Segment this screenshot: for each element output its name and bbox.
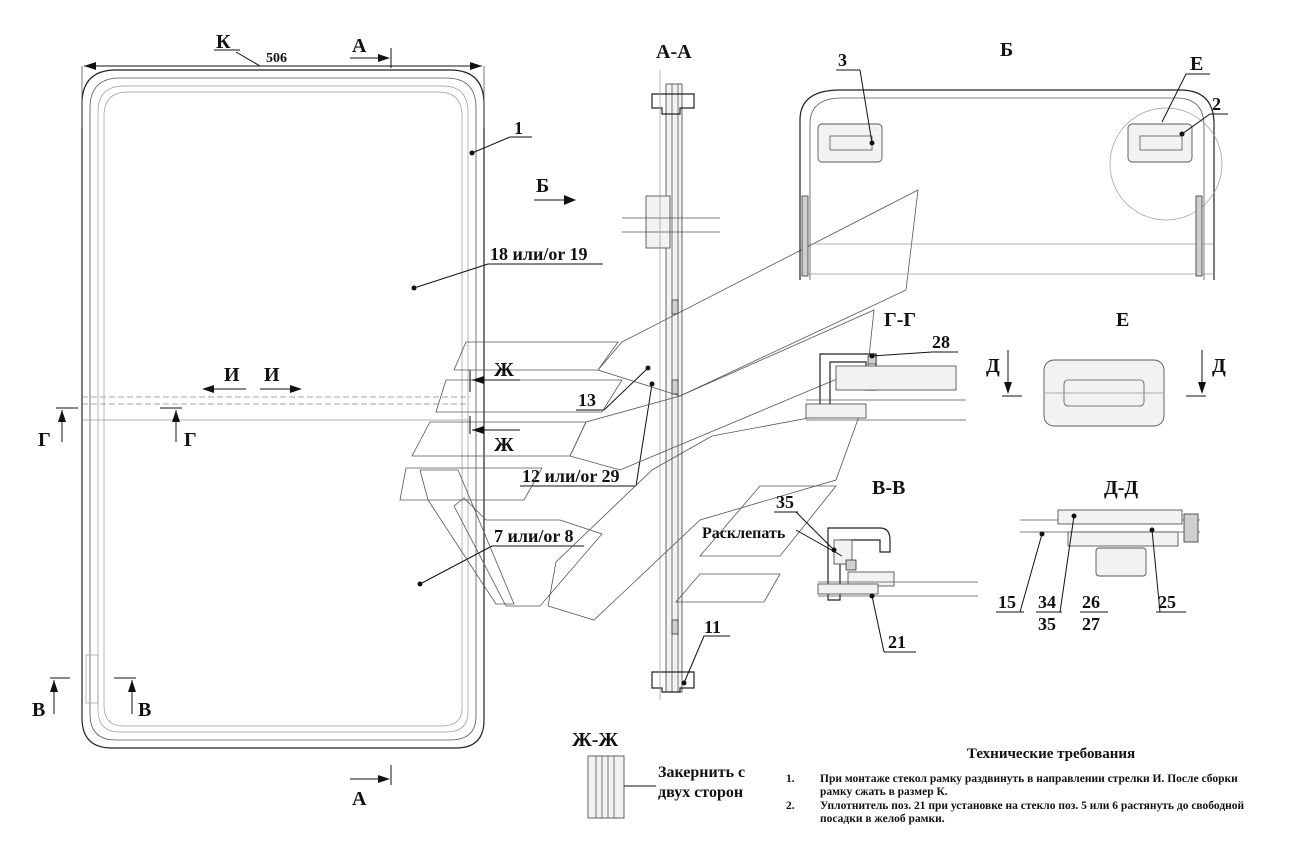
arrows-i: И И [202, 364, 302, 393]
leader-25: 25 [1149, 527, 1186, 613]
pos-11: 11 [704, 617, 721, 637]
label-a-top: А [352, 35, 367, 57]
dimension-506: 506 [266, 51, 287, 66]
pos-21: 21 [888, 632, 906, 652]
label-zh-bottom: Ж [494, 434, 514, 456]
label-arrow-b: Б [536, 175, 549, 197]
pos-35-vv: 35 [776, 492, 794, 512]
label-e-on-b: Е [1190, 53, 1203, 75]
text-core-2: двух сторон [658, 784, 743, 801]
pos-12-29: 12 или/or 29 [522, 466, 620, 486]
leader-13: 13 [576, 365, 651, 411]
section-zhzh: Ж-Ж [572, 729, 625, 819]
tech-requirement-2-number: 2. [786, 800, 795, 812]
leader-7-8: 7 или/or 8 [417, 526, 584, 587]
section-g-markers: Г Г [38, 407, 197, 451]
label-v-left: В [32, 699, 45, 721]
section-v-markers: В В [32, 677, 151, 721]
pos-28: 28 [932, 332, 950, 352]
annotation-rivet: Расклепать [702, 525, 843, 557]
arrow-b: Б [534, 175, 576, 205]
label-a-bottom: А [352, 788, 367, 810]
leader-3: 3 [836, 50, 875, 146]
arrows-zh: Ж Ж [469, 359, 520, 456]
view-b: Б [799, 39, 1223, 280]
view-e: Е Д Д [986, 309, 1226, 427]
pos-2: 2 [1212, 94, 1221, 114]
label-g-left: Г [38, 429, 51, 451]
pos-34: 34 [1038, 592, 1056, 612]
label-i-right: И [264, 364, 280, 386]
label-g-right: Г [184, 429, 197, 451]
leader-11: 11 [681, 617, 730, 686]
leader-35-vv: 35 [774, 492, 837, 553]
annotation-core: Закернить с двух сторон [624, 764, 745, 801]
tech-requirement-1: 1. При монтаже стекол рамку раздвинуть в… [786, 773, 1266, 798]
leader-1: 1 [469, 118, 532, 156]
title-section-aa: А-А [656, 41, 692, 63]
pos-15: 15 [998, 592, 1016, 612]
leader-12-29: 12 или/or 29 [520, 381, 655, 487]
label-v-right: В [138, 699, 151, 721]
section-gg: Г-Г [805, 309, 966, 421]
section-dd: Д-Д [1020, 477, 1200, 577]
title-section-gg: Г-Г [884, 309, 916, 331]
label-zh-top: Ж [494, 359, 514, 381]
pos-1: 1 [514, 118, 523, 138]
pos-25: 25 [1158, 592, 1176, 612]
tech-requirement-2: 2. Уплотнитель поз. 21 при установке на … [786, 800, 1266, 825]
pos-35-dd: 35 [1038, 614, 1056, 634]
section-a-markers: А А [350, 35, 392, 810]
pos-7-8: 7 или/or 8 [494, 526, 574, 546]
title-view-b: Б [1000, 39, 1013, 61]
leader-18-19: 18 или/or 19 [411, 244, 603, 291]
title-section-vv: В-В [872, 477, 905, 499]
pos-27: 27 [1082, 614, 1100, 634]
tech-requirement-1-text: При монтаже стекол рамку раздвинуть в на… [820, 773, 1238, 798]
pos-3: 3 [838, 50, 847, 70]
label-d-left: Д [986, 355, 1000, 377]
title-view-e: Е [1116, 309, 1129, 331]
tech-requirement-2-text: Уплотнитель поз. 21 при установке на сте… [820, 800, 1245, 825]
title-section-zhzh: Ж-Ж [572, 729, 618, 751]
leader-15: 15 [996, 531, 1045, 613]
projection-shapes [399, 189, 919, 621]
label-d-right: Д [1212, 355, 1226, 377]
tech-requirements-title: Технические требования [966, 746, 1136, 762]
leader-28: 28 [869, 332, 958, 359]
section-aa: А-А [622, 41, 720, 700]
dimension-k: К 506 [81, 31, 485, 128]
text-rivet: Расклепать [702, 525, 786, 542]
leader-21: 21 [869, 593, 916, 653]
section-vv: В-В [817, 477, 978, 601]
tech-requirement-1-number: 1. [786, 773, 795, 785]
text-core-1: Закернить с [658, 764, 745, 781]
technical-requirements: Технические требования 1. При монтаже ст… [786, 746, 1266, 827]
title-section-dd: Д-Д [1104, 477, 1138, 499]
leader-26-27: 26 27 [1080, 592, 1108, 634]
leader-2: 2 [1179, 94, 1228, 137]
label-k: К [216, 31, 231, 53]
main-window-frame [81, 69, 485, 749]
leader-e: Е [1161, 53, 1210, 123]
pos-13: 13 [578, 390, 596, 410]
leader-34-35: 34 35 [1036, 513, 1077, 634]
pos-26: 26 [1082, 592, 1100, 612]
pos-18-19: 18 или/or 19 [490, 244, 588, 264]
label-i-left: И [224, 364, 240, 386]
